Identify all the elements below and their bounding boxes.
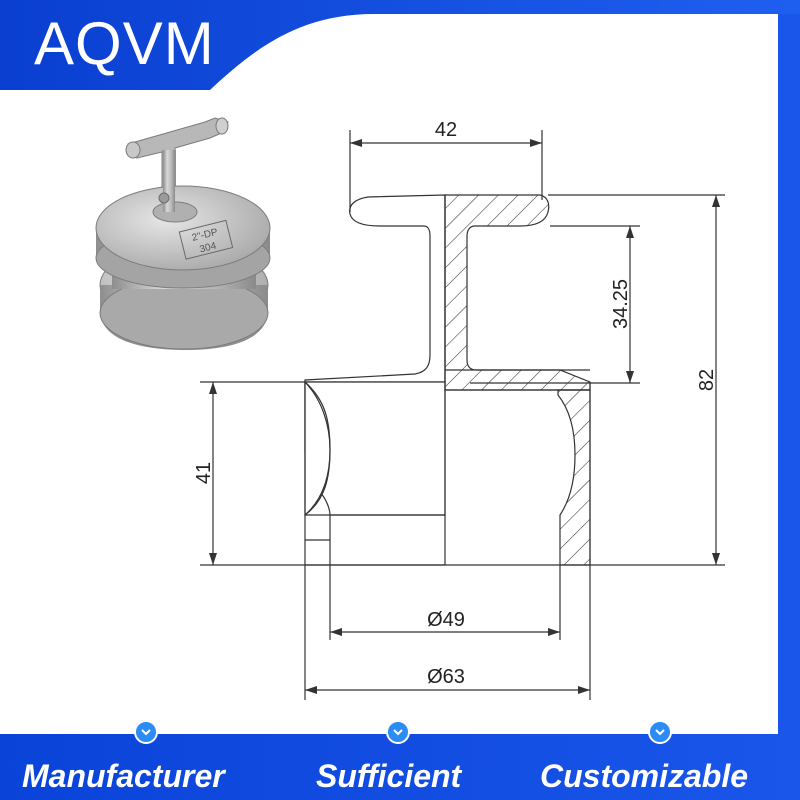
stamp-line2: 304: [199, 241, 218, 256]
dim-inner-diameter: Ø49: [427, 609, 465, 631]
arrowheads: [209, 139, 720, 694]
feature-manufacturer: Manufacturer: [22, 758, 225, 794]
product-illustration: 2"-DP 304: [95, 117, 271, 350]
left-outline: [304, 194, 446, 383]
chevron-down-icon: [648, 720, 672, 744]
feature-sufficient: Sufficient: [316, 758, 462, 794]
technical-drawing: [200, 130, 725, 700]
dim-outer-diameter: Ø63: [427, 666, 465, 688]
dim-top-width: 42: [435, 119, 457, 141]
feature-customizable: Customizable: [540, 758, 749, 794]
dim-lower-height: 41: [193, 462, 215, 484]
dim-upper-height: 34.25: [610, 279, 632, 329]
right-edge-band: [778, 14, 800, 734]
dim-total-height: 82: [696, 369, 718, 391]
chevron-down-icon: [386, 720, 410, 744]
header-band: [0, 0, 800, 90]
brand-logo: AQVM: [34, 10, 215, 77]
chevron-down-icon: [134, 720, 158, 744]
right-section-upper: [444, 194, 591, 391]
footer-band: [0, 734, 800, 800]
right-section-lower: [557, 389, 591, 566]
